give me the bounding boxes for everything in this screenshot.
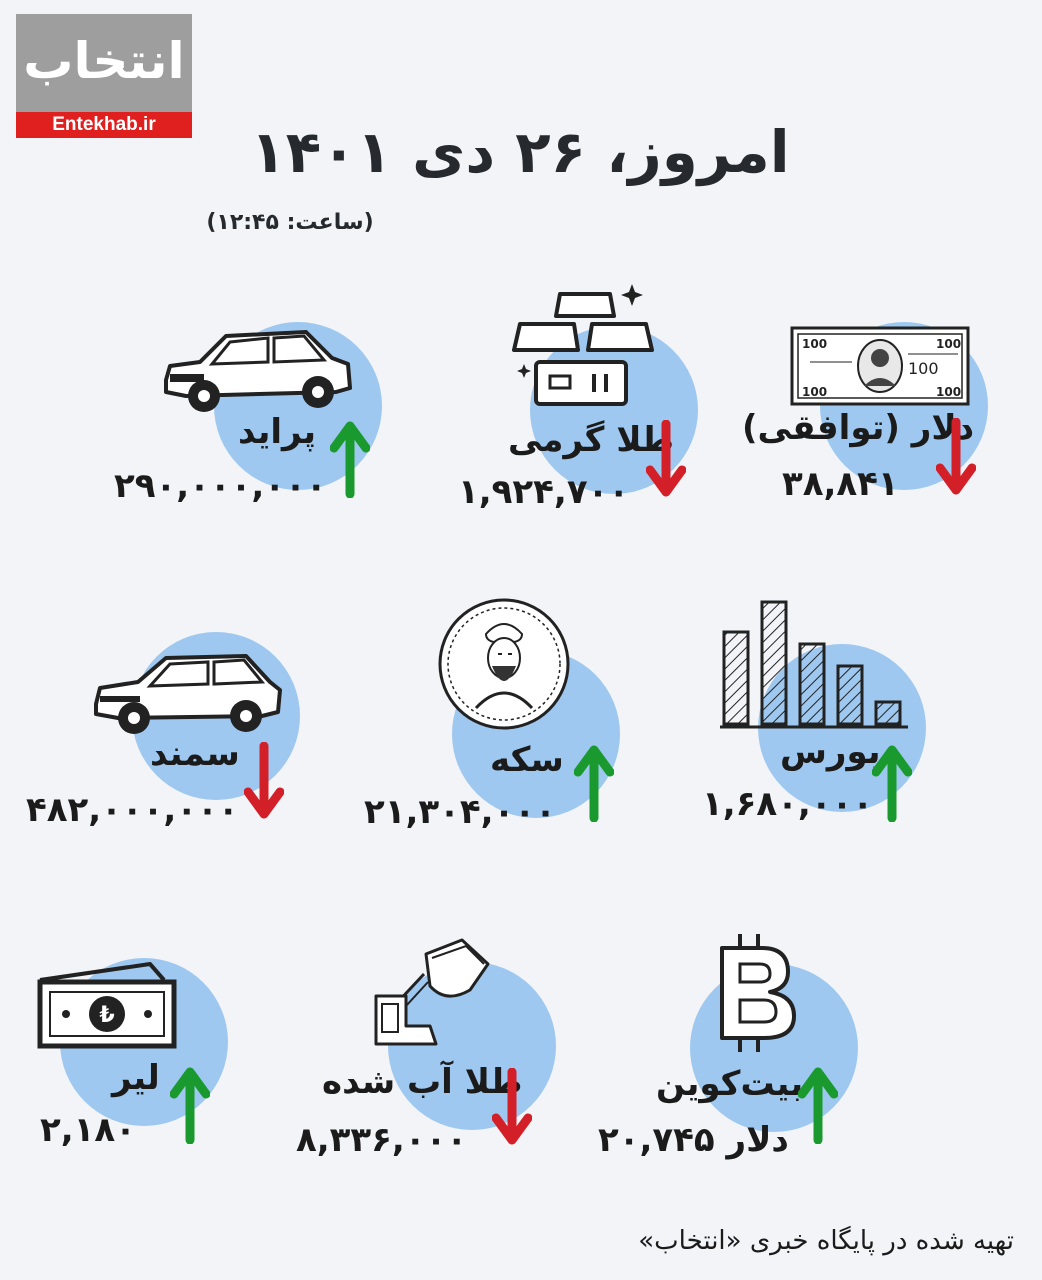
svg-text:₺: ₺ bbox=[99, 1003, 114, 1028]
item-value-dollar: ۳۸,۸۴۱ bbox=[782, 464, 899, 504]
gold-coin-icon bbox=[438, 598, 570, 730]
item-value-pride: ۲۹۰,۰۰۰,۰۰۰ bbox=[114, 466, 327, 506]
car-samand-icon bbox=[94, 654, 282, 734]
svg-text:100: 100 bbox=[908, 359, 939, 378]
arrow-up-icon bbox=[170, 1067, 210, 1144]
time-label: (ساعت: ۱۲:۴۵) bbox=[206, 210, 374, 235]
item-label-bourse: بورس bbox=[780, 732, 881, 772]
item-label-dollar: دلار (توافقی) bbox=[742, 408, 975, 448]
logo-mark-text: انتخاب bbox=[23, 32, 185, 90]
item-value-molten-gold: ۸,۳۳۶,۰۰۰ bbox=[296, 1120, 468, 1160]
item-value-coin: ۲۱,۳۰۴,۰۰۰ bbox=[364, 792, 556, 832]
logo-mark: انتخاب bbox=[16, 14, 192, 112]
item-label-gold-gram: طلا گرمی bbox=[508, 420, 675, 460]
item-value-samand: ۴۸۲,۰۰۰,۰۰۰ bbox=[26, 790, 239, 830]
item-label-coin: سکه bbox=[490, 740, 564, 780]
item-value-lira: ۲,۱۸۰ bbox=[40, 1110, 136, 1150]
bar-chart-icon bbox=[720, 600, 908, 729]
item-label-pride: پراید bbox=[238, 412, 316, 452]
arrow-up-icon bbox=[574, 745, 614, 822]
svg-text:100: 100 bbox=[936, 385, 961, 399]
bitcoin-icon bbox=[720, 934, 796, 1052]
item-value-bitcoin: ۲۰,۷۴۵ دلار bbox=[598, 1120, 789, 1160]
arrow-down-icon bbox=[492, 1068, 532, 1145]
item-value-bourse: ۱,۶۸۰,۰۰۰ bbox=[702, 784, 874, 824]
arrow-up-icon bbox=[798, 1067, 838, 1144]
site-logo: انتخاب Entekhab.ir bbox=[16, 14, 192, 138]
arrow-up-icon bbox=[872, 745, 912, 822]
item-label-samand: سمند bbox=[150, 734, 240, 774]
gold-bars-icon bbox=[512, 284, 654, 406]
molten-gold-circle bbox=[388, 962, 556, 1130]
arrow-down-icon bbox=[646, 420, 686, 497]
item-label-molten-gold: طلا آب شده bbox=[322, 1062, 523, 1102]
arrow-down-icon bbox=[936, 418, 976, 495]
svg-text:100: 100 bbox=[802, 337, 827, 351]
car-pride-icon bbox=[164, 330, 352, 412]
item-label-bitcoin: بیت‌کوین bbox=[656, 1064, 804, 1104]
item-value-gold-gram: ۱,۹۲۴,۷۰۰ bbox=[458, 472, 630, 512]
arrow-up-icon bbox=[330, 421, 370, 498]
item-label-lira: لیر bbox=[112, 1058, 160, 1098]
arrow-down-icon bbox=[244, 742, 284, 819]
footer-credit: تهیه شده در پایگاه خبری «انتخاب» bbox=[638, 1226, 1014, 1256]
page-title: امروز، ۲۶ دی ۱۴۰۱ bbox=[250, 118, 790, 186]
svg-text:100: 100 bbox=[802, 385, 827, 399]
logo-site-name: Entekhab.ir bbox=[16, 112, 192, 138]
dollar-bill-icon: 100 100 100 100 100 bbox=[790, 326, 970, 406]
svg-text:100: 100 bbox=[936, 337, 961, 351]
molten-gold-icon bbox=[374, 938, 490, 1046]
lira-note-icon: ₺ bbox=[37, 962, 177, 1049]
